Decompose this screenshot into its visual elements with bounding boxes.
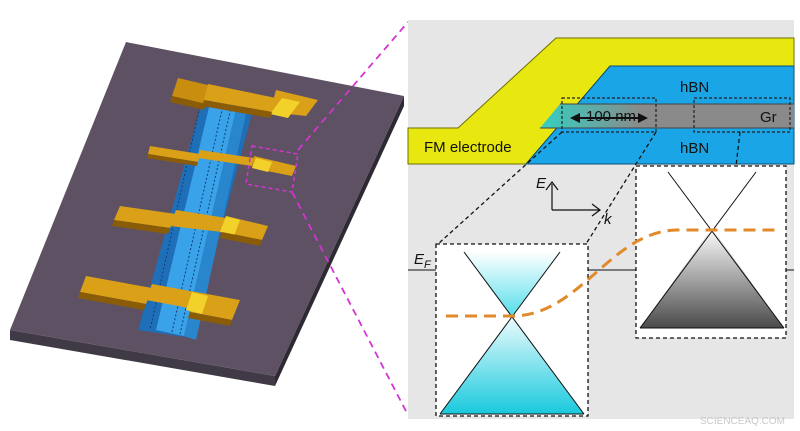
momentum-axis-label: k (604, 211, 613, 228)
graphene-box (693, 97, 791, 133)
fermi-level-label: EF (414, 251, 432, 271)
graphene-label: Gr (760, 109, 777, 126)
potential-profile (446, 228, 780, 318)
fermi-level-sub: F (424, 259, 432, 271)
connector-left-cone-2 (585, 131, 657, 245)
substrate-side-right (275, 96, 404, 386)
electrode-2 (147, 146, 296, 176)
zoom-line-bottom (291, 191, 409, 416)
electrode-3 (112, 206, 268, 246)
graphene-layer (540, 104, 794, 128)
dirac-cone-left (435, 243, 589, 417)
schematic-panel: FM electrode hBN hBN Gr 100 nm E k EF (407, 20, 795, 419)
device-3d (10, 42, 404, 386)
zoom-line-top (297, 21, 409, 151)
cone-lower-right (640, 228, 784, 328)
scale-box (561, 97, 657, 133)
electrode-1 (170, 78, 318, 118)
channel-edge (184, 92, 250, 340)
axes: E k (536, 175, 613, 228)
scale-label: 100 nm (586, 108, 636, 125)
hbn-top-label: hBN (680, 79, 709, 96)
fm-electrode-label: FM electrode (424, 139, 512, 156)
fermi-level-main: E (414, 251, 425, 268)
substrate-side (10, 330, 275, 386)
channel (156, 86, 240, 336)
electrode-4 (78, 276, 240, 326)
watermark: SCIENCEAQ.COM (700, 416, 785, 427)
connector-right-cone (735, 131, 741, 167)
cone-lower-left (440, 316, 584, 414)
hbn-bottom-label: hBN (680, 140, 709, 157)
dirac-cone-right (635, 165, 787, 339)
cone-upper-left (464, 252, 560, 316)
energy-axis-label: E (536, 175, 547, 192)
